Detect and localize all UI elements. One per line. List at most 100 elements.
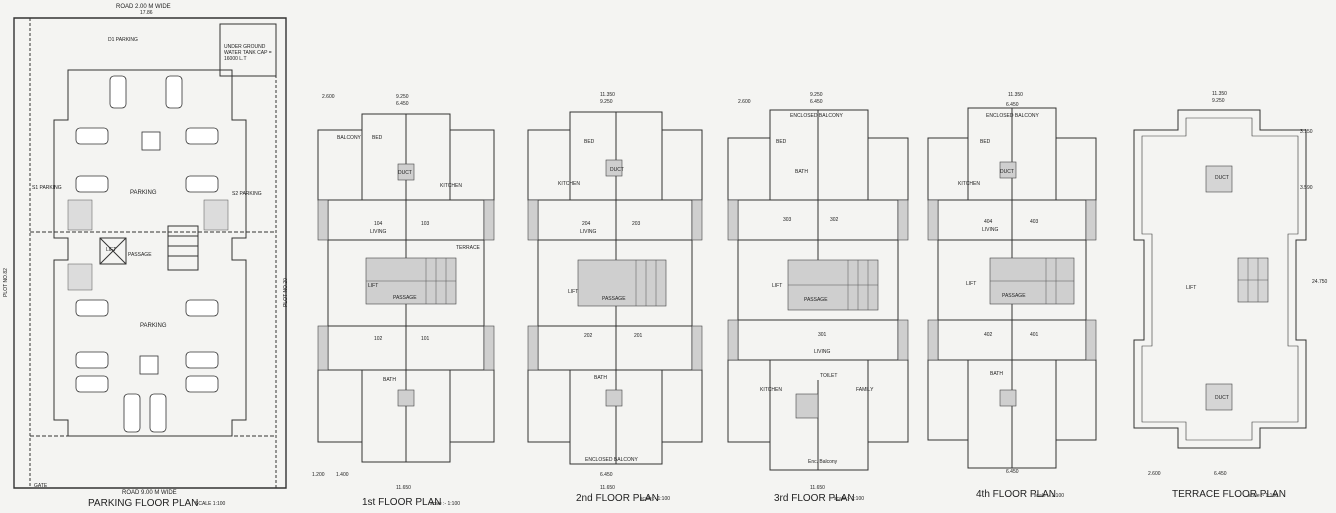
- second-room-passage: PASSAGE: [602, 296, 626, 302]
- top-dimension: 17.86: [140, 10, 153, 16]
- third-dim-total: 9.250: [810, 92, 823, 98]
- second-room-kitchen: KITCHEN: [558, 181, 580, 187]
- fourth-room-bed: BED: [980, 139, 991, 145]
- terrace-dim-side-b: 3.590: [1300, 185, 1313, 191]
- first-dim-total: 9.250: [396, 94, 409, 100]
- terrace-caption: TERRACE FLOOR PLAN: [1172, 489, 1286, 500]
- first-room-lift: LIFT: [368, 283, 379, 289]
- fourth-caption: 4th FLOOR PLAN: [976, 489, 1057, 500]
- parking-d1-label: D1 PARKING: [108, 37, 138, 43]
- third-room-family: FAMILY: [856, 387, 874, 393]
- third-dim-inner: 6.450: [810, 99, 823, 105]
- parking-label-1: PARKING: [130, 190, 157, 196]
- terrace-dim-total: 11.350: [1212, 91, 1227, 97]
- parking-s2-label: S2 PARKING: [232, 191, 262, 197]
- first-room-passage: PASSAGE: [393, 295, 417, 301]
- terrace-dim-side-a: 3.150: [1300, 129, 1313, 135]
- second-room-duct: DUCT: [610, 167, 624, 173]
- first-dim-inner: 6.450: [396, 101, 409, 107]
- first-dim-bottom: 11.650: [396, 485, 411, 491]
- second-room-bed: BED: [584, 139, 595, 145]
- first-flat-104: 104: [374, 221, 383, 227]
- fourth-room-living: LIVING: [982, 227, 999, 233]
- parking-caption: PARKING FLOOR PLAN: [88, 498, 199, 509]
- first-flat-102: 102: [374, 336, 383, 342]
- second-flat-204: 204: [582, 221, 591, 227]
- third-floor-plan: [727, 109, 909, 471]
- first-flat-101: 101: [421, 336, 430, 342]
- third-room-passage: PASSAGE: [804, 297, 828, 303]
- plot-right-label: PLOT NO.20: [282, 278, 289, 307]
- second-floor-plan: [527, 111, 703, 465]
- second-dim-total: 11.350: [600, 92, 615, 98]
- terrace-dim-height: 24.750: [1312, 279, 1328, 285]
- third-dim-bottom: 11.650: [810, 485, 825, 491]
- third-room-bath: BATH: [795, 169, 808, 175]
- first-flat-103: 103: [421, 221, 430, 227]
- first-dim-corner: 1.200: [312, 472, 325, 478]
- first-dim-side: 2.600: [322, 94, 335, 100]
- first-room-duct: DUCT: [398, 170, 412, 176]
- first-scale: scale :- 1:100: [430, 501, 461, 507]
- second-flat-201: 201: [634, 333, 643, 339]
- first-room-terrace: TERRACE: [456, 245, 480, 251]
- water-tank-label: UNDER GROUND WATER TANK CAP = 16000 L.T: [224, 44, 272, 62]
- terrace-dim-left: 2.600: [1148, 471, 1161, 477]
- second-dim-bottom: 11.650: [600, 485, 615, 491]
- fourth-room-passage: PASSAGE: [1002, 293, 1026, 299]
- plot-left-label: PLOT NO.82: [2, 268, 9, 297]
- third-room-living: LIVING: [814, 349, 831, 355]
- third-scale: scale :- 1:100: [834, 496, 865, 502]
- second-dim-inner: 6.450: [600, 472, 613, 478]
- terrace-scale: scale :- 1:100: [1248, 493, 1279, 499]
- second-room-lift: LIFT: [568, 289, 579, 295]
- second-room-living: LIVING: [580, 229, 597, 235]
- gate-label: GATE: [34, 483, 48, 489]
- fourth-dim-top: 6.450: [1006, 102, 1019, 108]
- third-flat-302: 302: [830, 217, 839, 223]
- terrace-duct-bottom: DUCT: [1215, 395, 1229, 401]
- fourth-flat-402: 402: [984, 332, 993, 338]
- third-room-kitchen: KITCHEN: [760, 387, 782, 393]
- fourth-dim-bottom: 6.450: [1006, 469, 1019, 475]
- terrace-lift: LIFT: [1186, 285, 1197, 291]
- fourth-scale: scale :- 1:100: [1034, 493, 1065, 499]
- fourth-room-duct: DUCT: [1000, 169, 1014, 175]
- first-floor-plan: [317, 113, 495, 463]
- lift-label: LIFT: [106, 247, 117, 253]
- fourth-flat-401: 401: [1030, 332, 1039, 338]
- fourth-floor-plan: [927, 107, 1097, 469]
- second-flat-203: 203: [632, 221, 641, 227]
- second-scale: scale :- 1:100: [640, 496, 671, 502]
- first-room-balcony: BALCONY: [337, 135, 361, 141]
- third-room-enc-balcony: Enc. Balcony: [808, 459, 838, 465]
- fourth-room-enclosed-balcony: ENCLOSED BALCONY: [986, 113, 1039, 119]
- road-bottom-label: ROAD 9.00 M WIDE: [122, 490, 177, 496]
- terrace-dim-mid: 9.250: [1212, 98, 1225, 104]
- second-room-bath: BATH: [594, 375, 607, 381]
- terrace-floor-plan: [1133, 109, 1307, 449]
- parking-label-2: PARKING: [140, 323, 167, 329]
- terrace-duct-top: DUCT: [1215, 175, 1229, 181]
- parking-floor-plan: [13, 17, 287, 489]
- third-room-bed: BED: [776, 139, 787, 145]
- third-flat-301: 301: [818, 332, 827, 338]
- first-room-kitchen: KITCHEN: [440, 183, 462, 189]
- terrace-dim-bottom: 6.450: [1214, 471, 1227, 477]
- fourth-room-kitchen: KITCHEN: [958, 181, 980, 187]
- third-caption: 3rd FLOOR PLAN: [774, 493, 855, 504]
- third-dim-side: 2.600: [738, 99, 751, 105]
- third-room-lift: LIFT: [772, 283, 783, 289]
- first-room-bath: BATH: [383, 377, 396, 383]
- second-caption: 2nd FLOOR PLAN: [576, 493, 659, 504]
- first-dim-edge: 1.400: [336, 472, 349, 478]
- road-top-label: ROAD 2.00 M WIDE: [116, 4, 171, 10]
- second-flat-202: 202: [584, 333, 593, 339]
- parking-s1-label: S1 PARKING: [32, 185, 62, 191]
- parking-scale: SCALE 1:100: [195, 501, 226, 507]
- second-dim-mid: 9.250: [600, 99, 613, 105]
- first-room-bed: BED: [372, 135, 383, 141]
- passage-label: PASSAGE: [128, 252, 152, 258]
- first-room-living: LIVING: [370, 229, 387, 235]
